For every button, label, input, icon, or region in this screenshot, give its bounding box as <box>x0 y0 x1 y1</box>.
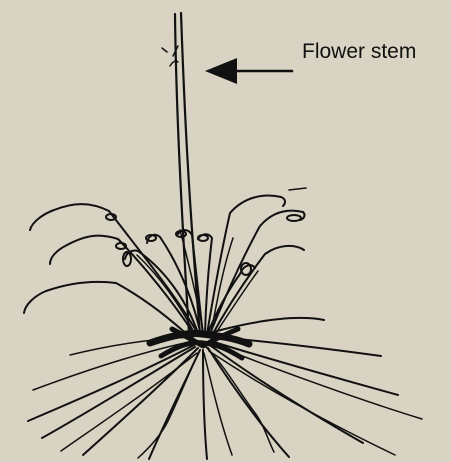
roots <box>28 318 422 459</box>
leaves <box>24 188 306 339</box>
arrow-left-icon <box>205 58 292 84</box>
flower-stem-label: Flower stem <box>302 41 416 62</box>
